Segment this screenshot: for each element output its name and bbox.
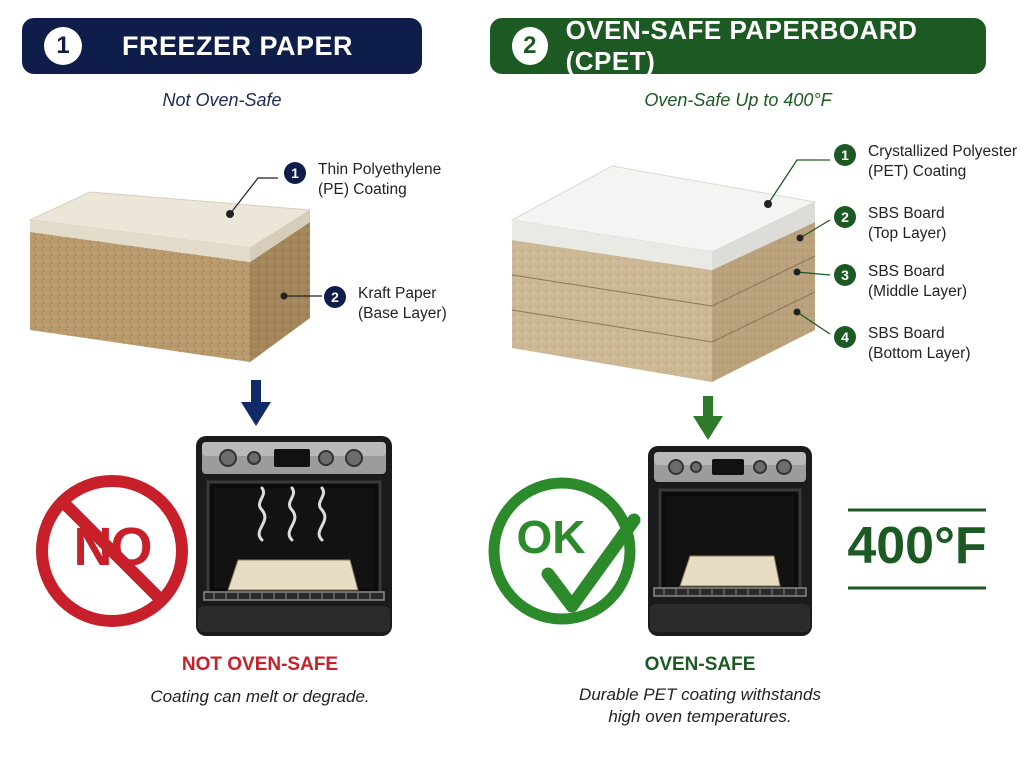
callout-number: 1 — [284, 162, 306, 184]
callout-number: 2 — [834, 206, 856, 228]
steam-icon — [257, 486, 327, 542]
not-oven-safe-title: NOT OVEN-SAFE — [181, 654, 339, 675]
oven-safe-description: Durable PET coating withstands high oven… — [520, 684, 880, 728]
oven-safe-title: OVEN-SAFE — [644, 654, 756, 675]
callout-label: (PET) Coating — [868, 163, 967, 180]
down-arrow-icon — [241, 380, 271, 426]
oven-icon — [648, 446, 812, 636]
freezer-paper-block — [28, 191, 312, 362]
callout-number: 3 — [834, 264, 856, 286]
callout-label: SBS Board — [868, 205, 945, 222]
cpet-paperboard-block — [510, 165, 817, 382]
down-arrow-icon — [693, 396, 723, 440]
callout-pe-coating: 1 Thin Polyethylene (PE) Coating — [284, 160, 441, 200]
callout-label: (Middle Layer) — [868, 283, 968, 300]
callout-label: SBS Board — [868, 263, 945, 280]
section-title: FREEZER PAPER — [122, 30, 354, 61]
callout-sbs-middle: 3 SBS Board (Middle Layer) — [834, 262, 967, 302]
ok-badge-text: OK — [516, 511, 586, 563]
callout-number: 4 — [834, 326, 856, 348]
callout-label: Kraft Paper — [358, 285, 437, 302]
no-badge-text: NO — [73, 517, 153, 577]
left-subtitle: Not Oven-Safe — [162, 90, 282, 110]
no-symbol-icon — [36, 475, 188, 627]
callout-label: Thin Polyethylene — [318, 161, 442, 178]
oven-safe-description-line: high oven temperatures. — [608, 707, 792, 726]
check-icon — [541, 513, 641, 613]
callout-label: (Top Layer) — [868, 225, 947, 242]
not-oven-safe-description: Coating can melt or degrade. — [150, 687, 370, 706]
header-oven-safe-paperboard: 2 OVEN-SAFE PAPERBOARD (CPET) — [490, 15, 986, 76]
section-number-badge: 2 — [512, 27, 548, 65]
ok-circle-icon — [488, 477, 636, 625]
callout-pet-coating: 1 Crystallized Polyester (PET) Coating — [834, 142, 1017, 182]
callout-sbs-bottom: 4 SBS Board (Bottom Layer) — [834, 324, 971, 364]
callout-sbs-top: 2 SBS Board (Top Layer) — [834, 204, 946, 244]
callout-number: 2 — [324, 286, 346, 308]
callout-number: 1 — [834, 144, 856, 166]
callout-kraft-paper: 2 Kraft Paper (Base Layer) — [324, 284, 447, 324]
callout-label: (Bottom Layer) — [868, 345, 971, 362]
oven-icon — [196, 436, 392, 636]
header-freezer-paper: 1 FREEZER PAPER — [22, 18, 422, 74]
callout-label: (PE) Coating — [318, 181, 407, 198]
temperature-label: 400°F — [847, 517, 987, 575]
callout-label: (Base Layer) — [358, 305, 447, 322]
callout-label: SBS Board — [868, 325, 945, 342]
section-number-badge: 1 — [44, 27, 82, 65]
right-subtitle: Oven-Safe Up to 400°F — [644, 90, 832, 110]
oven-safe-description-line: Durable PET coating withstands — [579, 685, 821, 704]
section-title: OVEN-SAFE PAPERBOARD (CPET) — [565, 15, 918, 76]
callout-label: Crystallized Polyester — [868, 143, 1018, 160]
